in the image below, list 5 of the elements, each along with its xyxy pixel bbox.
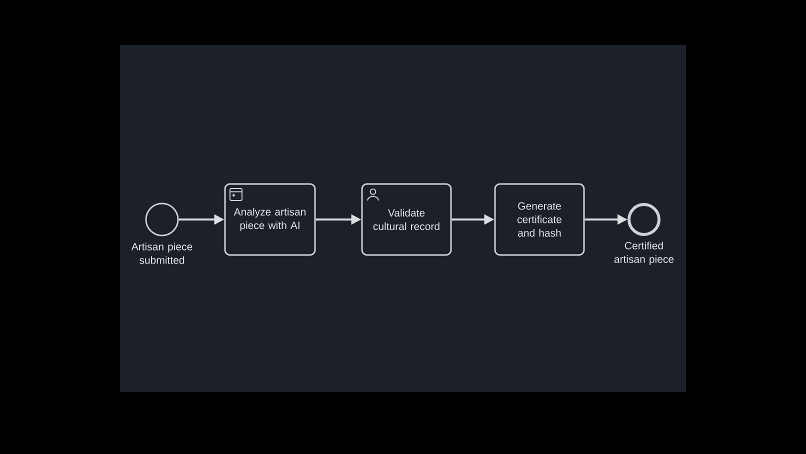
event-label: Certified artisan piece — [614, 242, 674, 265]
task-box: Generate certificate and hash — [494, 183, 585, 256]
task-box: Validate cultural record — [361, 183, 452, 256]
task-box: Analyze artisan piece with AI — [224, 183, 316, 256]
event-label: Artisan piece submitted — [131, 242, 192, 264]
